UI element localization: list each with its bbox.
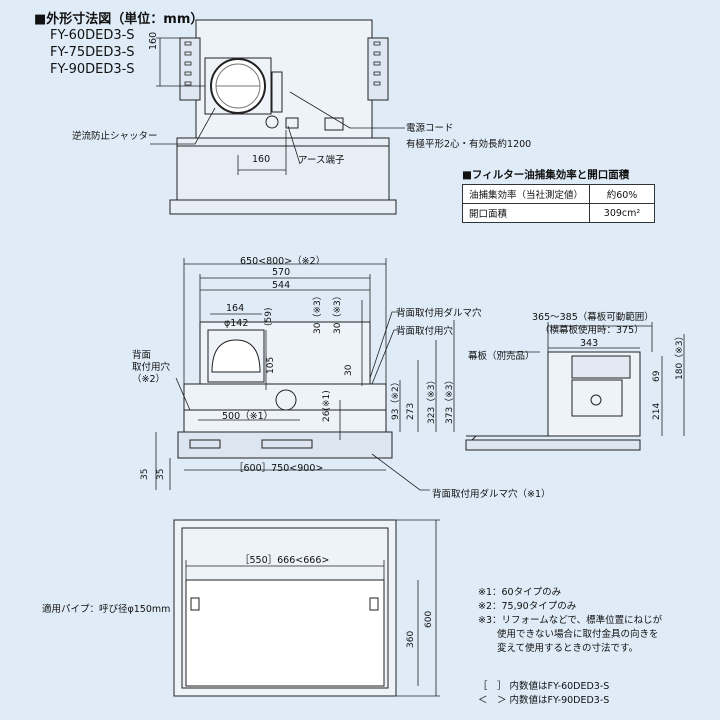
top-view-dims [150,37,405,175]
spec-value: 約60% [589,184,656,204]
dim-26: 26(※1) [322,390,332,422]
dim-59: (59) [264,307,274,326]
spec-label: 油捕集効率（当社測定値） [461,184,591,204]
bottom-dim-600: 600 [424,610,434,628]
table-row: 開口面積 309cm² [461,203,656,223]
dim-323: 323（※3） [427,375,437,424]
side-dim-69: 69 [652,370,662,382]
dim-93: 93（※2） [391,377,401,420]
dim-35-a: 35 [140,468,150,480]
spec-label: 開口面積 [461,203,591,223]
side-dim-343: 343 [580,338,599,349]
rear-hole-right-label: 背面取付用穴 [396,326,454,337]
model-name-2: FY-75DED3-S [50,45,135,60]
side-dim-180: 180（※3） [675,331,685,380]
spec-table: 油捕集効率（当社測定値） 約60% 開口面積 309cm² [461,184,656,223]
note-3: ※3：リフォームなどで、標準位置にねじが [478,615,663,626]
dim-30-b: 30（※3） [333,291,343,334]
front-view-outline [177,321,393,459]
side-range-label: 365～385（幕板可動範囲） [532,312,654,323]
side-range-note: （横幕板使用時：375） [540,325,644,336]
pipe-label: 適用パイプ：呼び径φ150mm [42,604,171,615]
table-row: 油捕集効率（当社測定値） 約60% [461,184,656,204]
top-dim-160-horizontal: 160 [252,154,271,165]
power-cord-spec: 有極平形2心・有効長約1200 [406,139,532,150]
legend-60: ［ ］ 内数値はFY-60DED3-S [478,681,610,692]
front-view-dims [155,258,455,491]
side-view-outline [465,351,641,451]
dim-30-c: 30 [344,364,354,376]
top-dim-160-vertical: 160 [148,31,159,50]
model-name-1: FY-60DED3-S [50,28,135,43]
note-1: ※1：60タイプのみ [478,587,562,598]
note-2: ※2：75,90タイプのみ [478,601,577,612]
dim-bottom-width: ［600］750<900> [234,463,324,474]
shutter-label: 逆流防止シャッター [72,131,158,142]
dim-500: 500（※1） [222,411,274,422]
spec-table-title: ■フィルター油捕集効率と開口面積 [462,169,630,181]
dim-544: 544 [272,280,291,291]
dim-phi142: φ142 [224,318,249,329]
side-view-dims [500,322,685,436]
maku-label: 幕板（別売品） [468,351,535,362]
dim-373: 373（※3） [445,375,455,424]
dim-35-b: 35 [156,468,166,480]
bottom-dim-360: 360 [406,630,416,648]
spec-value: 309cm² [589,203,656,223]
rear-dalma-hole-bottom-label: 背面取付用ダルマ穴（※1） [432,489,551,500]
dim-30-a: 30（※3） [313,291,323,334]
dim-164: 164 [226,303,245,314]
dim-650: 650<800>（※2） [240,256,326,267]
legend-90: ＜ ＞ 内数値はFY-90DED3-S [478,695,610,706]
power-cord-label: 電源コード [406,123,454,134]
page-title: ■外形寸法図（単位：mm） [34,12,204,27]
earth-terminal-label: アース端子 [298,155,345,166]
bottom-view-dims [185,519,440,697]
note-5: 変えて使用するときの寸法です。 [478,643,639,654]
rear-hole-label: 背面 取付用穴 （※2） [132,350,171,385]
note-4: 使用できない場合に取付金具の向きを [478,629,659,640]
dim-570: 570 [272,267,291,278]
model-name-3: FY-90DED3-S [50,62,135,77]
dim-273: 273 [406,402,416,420]
bottom-view-outline [173,519,397,697]
side-dim-214: 214 [652,402,662,420]
rear-dalma-hole-label: 背面取付用ダルマ穴 [396,308,482,319]
top-view-outline [169,19,397,215]
dim-105: 105 [266,356,276,374]
bottom-width-label: ［550］666<666> [240,555,330,566]
